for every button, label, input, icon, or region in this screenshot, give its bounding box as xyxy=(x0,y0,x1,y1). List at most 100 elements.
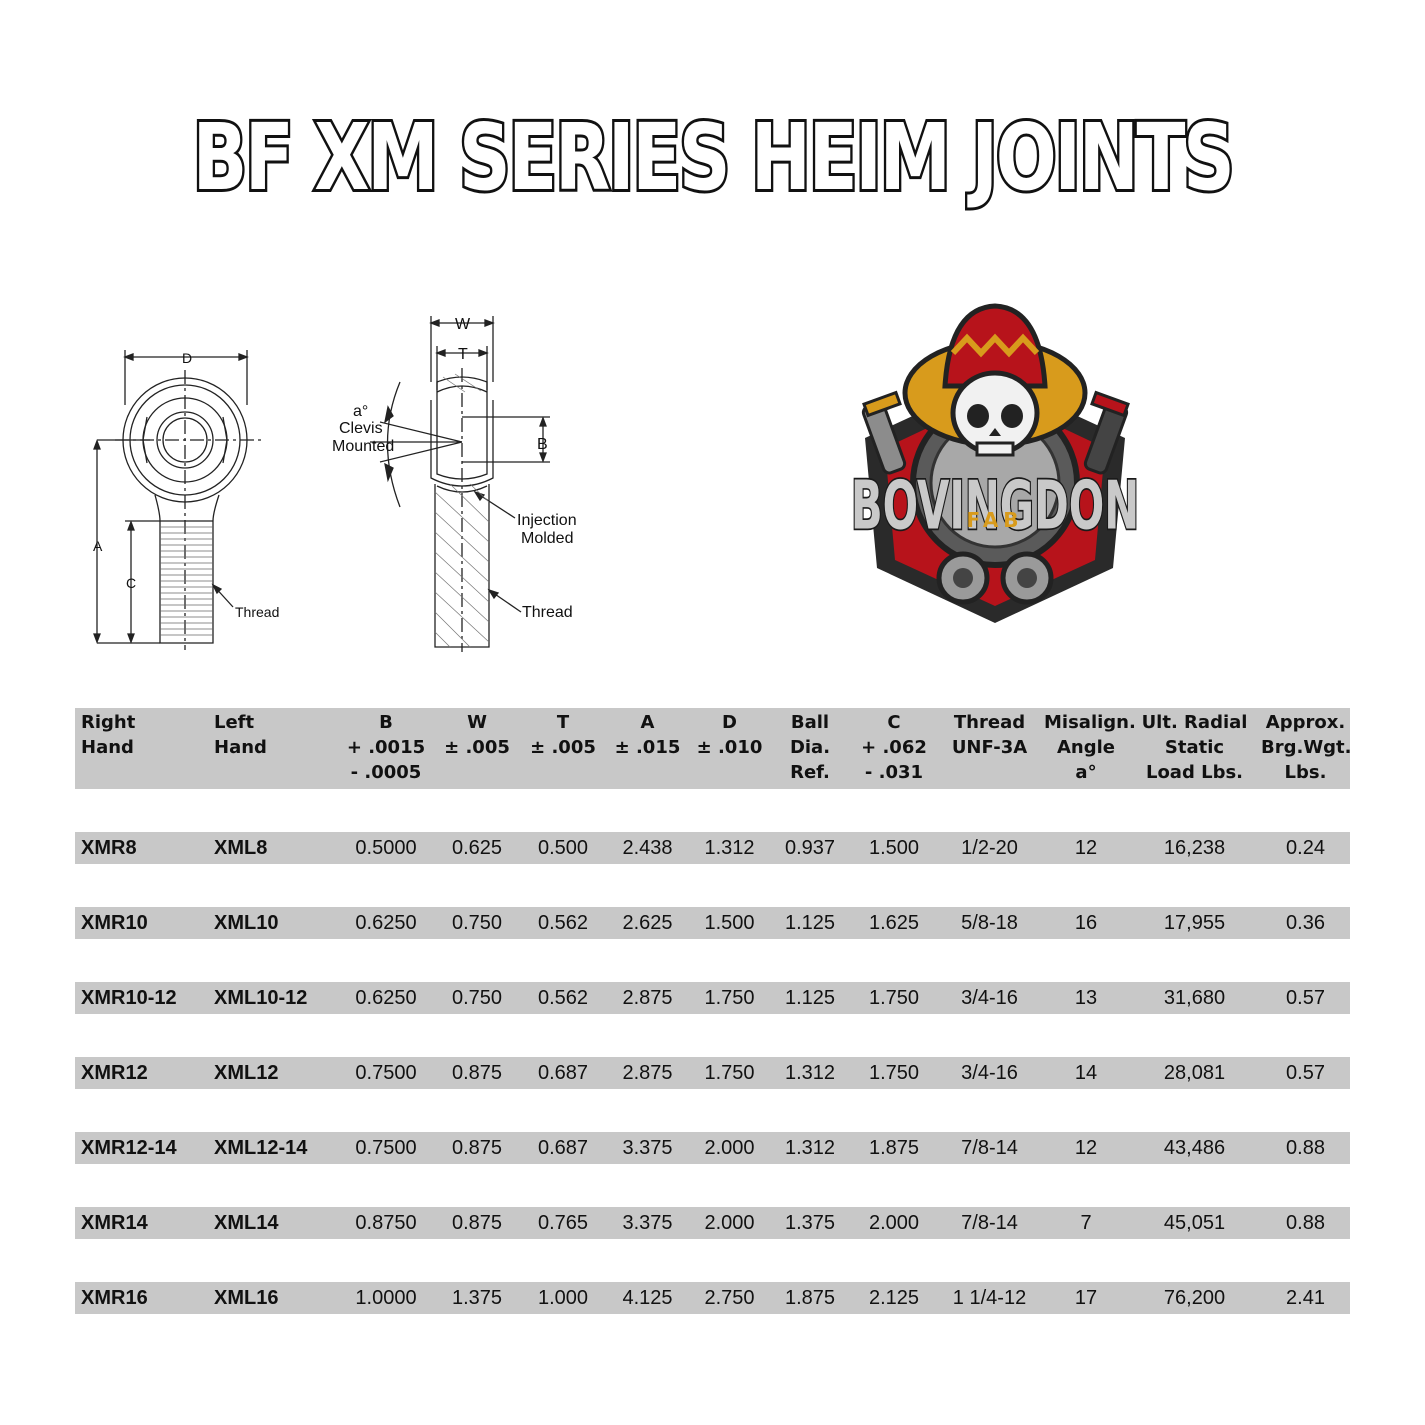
dim-label-t: T xyxy=(458,346,468,363)
cell-weight: 0.88 xyxy=(1261,1207,1350,1239)
cell-weight: 0.57 xyxy=(1261,1057,1350,1089)
clevis-label: Clevis xyxy=(339,420,383,437)
cell-weight: 0.36 xyxy=(1261,907,1350,939)
logo-wordmark: BOVINGDON xyxy=(851,468,1139,546)
spacer-cell xyxy=(75,1164,1350,1207)
header-right-hand: Right Hand xyxy=(75,708,208,789)
cell-thread: 7/8-14 xyxy=(935,1132,1044,1164)
cell-c: 1.625 xyxy=(853,907,935,939)
cell-misalign-angle: 16 xyxy=(1044,907,1128,939)
cell-b: 1.0000 xyxy=(341,1282,431,1314)
cell-left-hand: XML10-12 xyxy=(208,982,341,1014)
cell-thread: 5/8-18 xyxy=(935,907,1044,939)
cell-d: 1.750 xyxy=(692,982,767,1014)
cell-radial-load: 45,051 xyxy=(1128,1207,1261,1239)
cell-misalign-angle: 12 xyxy=(1044,832,1128,864)
dim-label-b: B xyxy=(537,436,548,453)
spacer-cell xyxy=(75,1014,1350,1057)
cell-radial-load: 43,486 xyxy=(1128,1132,1261,1164)
cell-ball-dia: 1.375 xyxy=(767,1207,853,1239)
cell-misalign-angle: 14 xyxy=(1044,1057,1128,1089)
dim-label-a: A xyxy=(93,538,103,554)
cell-weight: 0.57 xyxy=(1261,982,1350,1014)
header-a: A ± .015 xyxy=(603,708,692,789)
cell-ball-dia: 1.125 xyxy=(767,907,853,939)
cell-right-hand: XMR10-12 xyxy=(75,982,208,1014)
spacer-cell xyxy=(75,1239,1350,1282)
cell-weight: 0.24 xyxy=(1261,832,1350,864)
cell-radial-load: 17,955 xyxy=(1128,907,1261,939)
table-row-spacer xyxy=(75,1014,1350,1057)
cell-ball-dia: 1.312 xyxy=(767,1132,853,1164)
angle-label: a° xyxy=(353,403,368,420)
cell-right-hand: XMR12-14 xyxy=(75,1132,208,1164)
spacer-cell xyxy=(75,939,1350,982)
cell-left-hand: XML8 xyxy=(208,832,341,864)
cell-b: 0.6250 xyxy=(341,907,431,939)
cell-w: 1.375 xyxy=(431,1282,523,1314)
cell-left-hand: XML10 xyxy=(208,907,341,939)
table-row-spacer xyxy=(75,1164,1350,1207)
cell-a: 2.625 xyxy=(603,907,692,939)
cell-c: 2.000 xyxy=(853,1207,935,1239)
header-left-hand: Left Hand xyxy=(208,708,341,789)
spec-table: Right Hand Left Hand B + .0015 - .0005 W… xyxy=(75,708,1352,1314)
mounted-label: Mounted xyxy=(332,438,394,455)
cell-d: 1.750 xyxy=(692,1057,767,1089)
cell-thread: 1 1/4-12 xyxy=(935,1282,1044,1314)
cell-w: 0.750 xyxy=(431,907,523,939)
thread-label: Thread xyxy=(235,604,279,620)
rod-end-front-diagram: D A C Thread xyxy=(85,345,305,665)
cell-a: 4.125 xyxy=(603,1282,692,1314)
cell-t: 0.500 xyxy=(523,832,603,864)
injection-label: Injection xyxy=(517,512,577,529)
cell-ball-dia: 1.312 xyxy=(767,1057,853,1089)
cell-ball-dia: 1.875 xyxy=(767,1282,853,1314)
cell-c: 1.750 xyxy=(853,1057,935,1089)
cell-misalign-angle: 13 xyxy=(1044,982,1128,1014)
cell-radial-load: 31,680 xyxy=(1128,982,1261,1014)
header-d: D ± .010 xyxy=(692,708,767,789)
cell-weight: 0.88 xyxy=(1261,1132,1350,1164)
cell-d: 2.000 xyxy=(692,1207,767,1239)
cell-a: 3.375 xyxy=(603,1207,692,1239)
header-radial-load: Ult. Radial Static Load Lbs. xyxy=(1128,708,1261,789)
cell-t: 0.687 xyxy=(523,1132,603,1164)
cell-ball-dia: 1.125 xyxy=(767,982,853,1014)
table-row-spacer xyxy=(75,1089,1350,1132)
table-row-spacer xyxy=(75,789,1350,832)
cell-t: 0.562 xyxy=(523,907,603,939)
spacer-cell xyxy=(75,789,1350,832)
cell-c: 1.500 xyxy=(853,832,935,864)
logo-subtitle: FAB xyxy=(966,508,1023,532)
table-row-spacer xyxy=(75,939,1350,982)
cell-b: 0.6250 xyxy=(341,982,431,1014)
cell-misalign-angle: 12 xyxy=(1044,1132,1128,1164)
cell-b: 0.7500 xyxy=(341,1132,431,1164)
cell-d: 2.750 xyxy=(692,1282,767,1314)
header-b: B + .0015 - .0005 xyxy=(341,708,431,789)
header-thread: Thread UNF-3A xyxy=(935,708,1044,789)
cell-radial-load: 28,081 xyxy=(1128,1057,1261,1089)
page-title: BF XM SERIES HEIM JOINTS xyxy=(190,104,1237,211)
cell-right-hand: XMR16 xyxy=(75,1282,208,1314)
cell-b: 0.8750 xyxy=(341,1207,431,1239)
header-t: T ± .005 xyxy=(523,708,603,789)
cell-a: 3.375 xyxy=(603,1132,692,1164)
cell-right-hand: XMR8 xyxy=(75,832,208,864)
cell-d: 1.312 xyxy=(692,832,767,864)
header-misalign-angle: Misalign. Angle a° xyxy=(1044,708,1136,789)
cell-t: 0.562 xyxy=(523,982,603,1014)
cell-b: 0.7500 xyxy=(341,1057,431,1089)
cell-left-hand: XML16 xyxy=(208,1282,341,1314)
cell-w: 0.875 xyxy=(431,1057,523,1089)
rod-end-side-diagram: W T B a° Clevis Mounted Injection Molded… xyxy=(325,312,600,662)
bovingdon-fab-logo: BOVINGDON FAB xyxy=(845,298,1145,633)
table-header-row: Right Hand Left Hand B + .0015 - .0005 W… xyxy=(75,708,1352,789)
header-ball-dia: Ball Dia. Ref. xyxy=(767,708,853,789)
